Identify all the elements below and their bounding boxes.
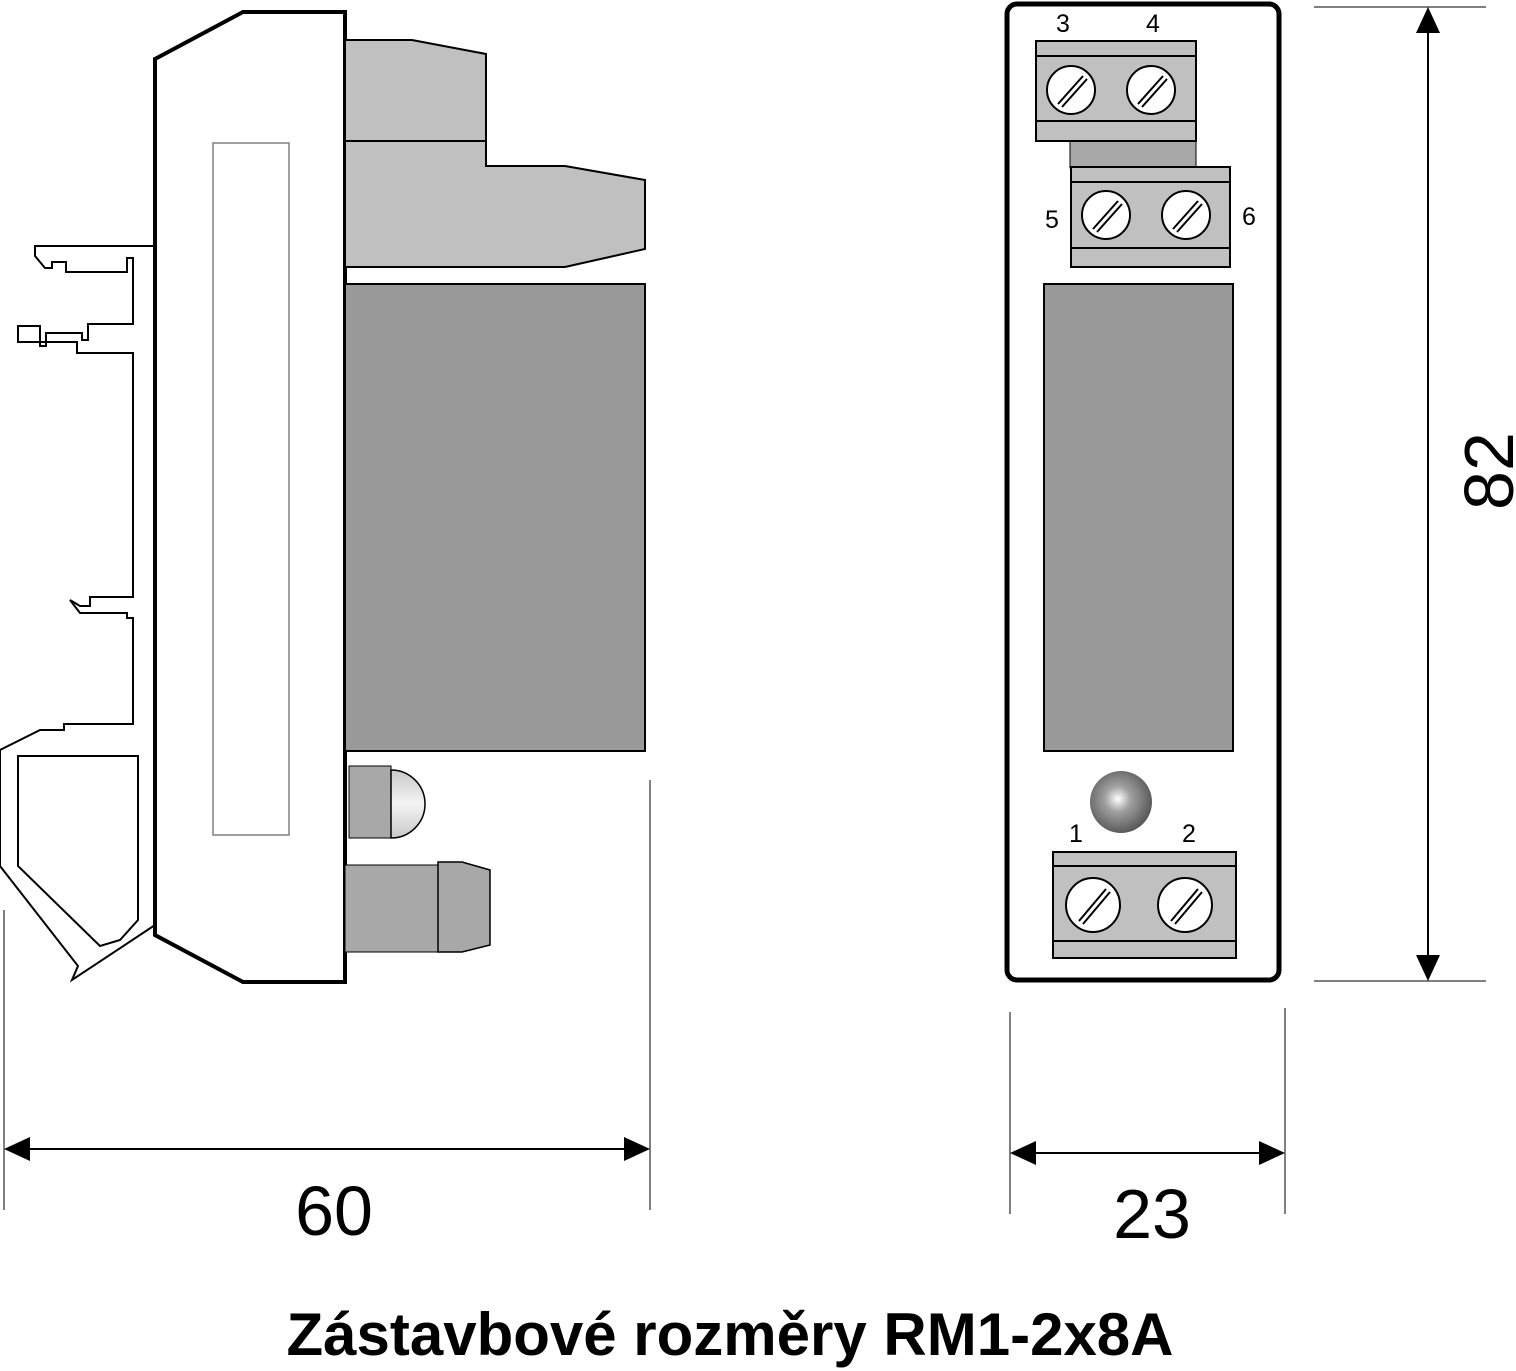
terminal-label-6: 6	[1242, 203, 1256, 231]
drawing-title: Zástavbové rozměry RM1-2x8A	[286, 1301, 1173, 1368]
width-dimension-label: 23	[1113, 1175, 1191, 1253]
depth-dimension-line	[4, 1137, 650, 1161]
din-rail-clip	[0, 245, 156, 983]
height-dimension-label: 82	[1450, 432, 1516, 510]
screw-icon	[1126, 65, 1176, 115]
terminal-label-3: 3	[1056, 10, 1070, 38]
screw-icon	[1081, 190, 1131, 240]
front-panel-side	[344, 283, 646, 752]
led-side	[348, 765, 426, 839]
upper-terminal-side	[344, 39, 487, 142]
screw-icon	[1046, 65, 1096, 115]
terminal-label-5: 5	[1045, 206, 1059, 234]
screw-icon	[1065, 877, 1121, 933]
terminal-block-1-2	[1052, 851, 1237, 959]
housing-window	[212, 142, 290, 836]
front-panel	[1043, 283, 1234, 752]
depth-dimension-label: 60	[295, 1172, 373, 1250]
height-dimension-line	[1416, 7, 1440, 981]
terminal-block-5-6	[1070, 166, 1231, 268]
screw-icon	[1161, 190, 1211, 240]
screw-icon	[1157, 877, 1213, 933]
terminal-label-2: 2	[1182, 820, 1196, 848]
width-dimension-line	[1010, 1141, 1285, 1165]
lower-terminal-side	[344, 861, 491, 953]
front-view: 3 4 5 6 1 2 23 82	[1004, 1, 1516, 1253]
side-view: 60	[0, 10, 651, 1250]
terminal-label-4: 4	[1146, 10, 1160, 38]
led-indicator	[1090, 771, 1152, 833]
middle-terminal-side	[344, 140, 646, 268]
terminal-block-3-4	[1035, 40, 1197, 169]
terminal-label-1: 1	[1069, 820, 1083, 848]
